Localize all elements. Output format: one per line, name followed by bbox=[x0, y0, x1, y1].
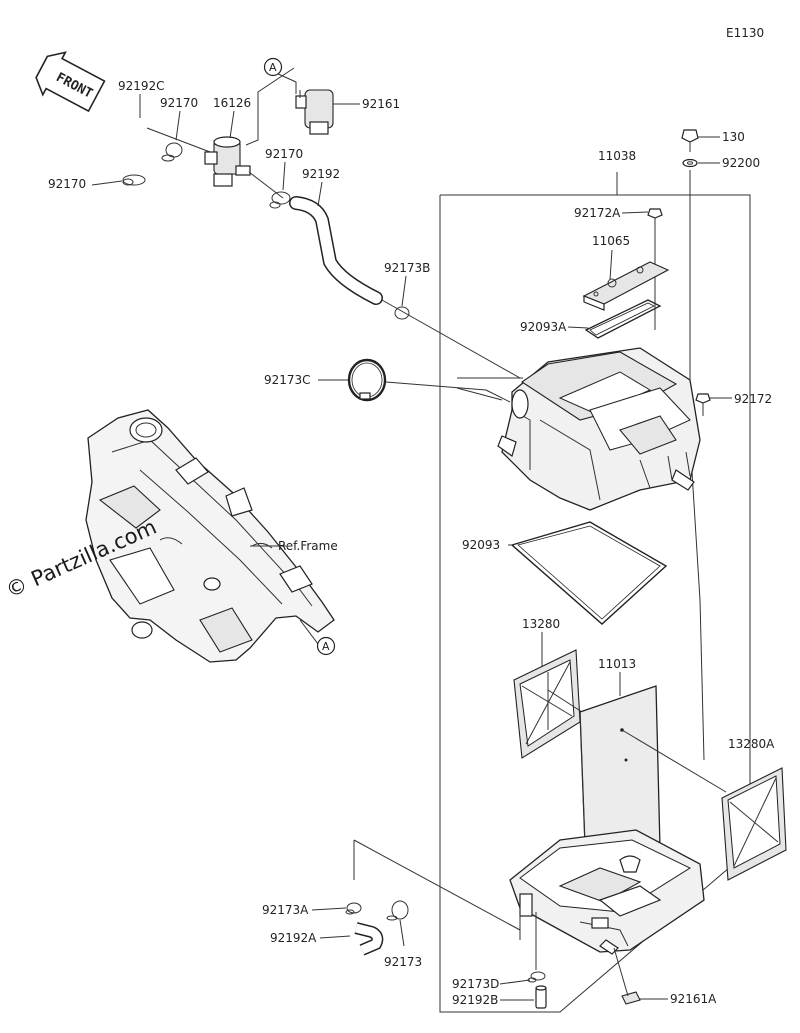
hose-92192b bbox=[535, 985, 547, 1009]
label-130: 130 bbox=[722, 130, 745, 144]
filter-frame-13280a bbox=[721, 767, 787, 881]
hose-92192c bbox=[114, 116, 144, 178]
hose-92192 bbox=[289, 196, 383, 305]
label-92161: 92161 bbox=[362, 97, 400, 111]
label-92192a: 92192A bbox=[270, 931, 317, 945]
diagram-code: E1130 bbox=[726, 26, 764, 40]
label-11065: 11065 bbox=[592, 234, 630, 248]
clamp-92170-right bbox=[269, 191, 291, 209]
ref-marker-a-top: A bbox=[263, 57, 283, 77]
air-box-lower bbox=[509, 829, 705, 955]
label-92173d: 92173D bbox=[452, 977, 499, 991]
gasket-92093 bbox=[510, 521, 668, 625]
label-92173c: 92173C bbox=[264, 373, 311, 387]
label-16126: 16126 bbox=[213, 96, 251, 110]
ref-frame-label: Ref.Frame bbox=[278, 539, 338, 553]
label-92192b: 92192B bbox=[452, 993, 498, 1007]
label-11013: 11013 bbox=[598, 657, 636, 671]
label-92192c: 92192C bbox=[118, 79, 165, 93]
label-92170-c: 92170 bbox=[48, 177, 86, 191]
svg-text:A: A bbox=[269, 61, 277, 74]
gasket-92093a bbox=[584, 299, 662, 339]
clamp-92173c bbox=[347, 358, 387, 402]
washer-92200 bbox=[682, 158, 698, 168]
clamp-92173d bbox=[527, 971, 546, 983]
label-13280: 13280 bbox=[522, 617, 560, 631]
svg-text:A: A bbox=[322, 640, 330, 653]
clamp-92173b bbox=[394, 306, 410, 320]
ref-marker-a-frame: A bbox=[316, 636, 336, 656]
label-92173b: 92173B bbox=[384, 261, 430, 275]
bolt-130 bbox=[681, 129, 699, 152]
cover-11065 bbox=[582, 261, 670, 311]
clamp-92173 bbox=[386, 900, 409, 921]
bolt-92172a bbox=[647, 208, 663, 219]
label-92192: 92192 bbox=[302, 167, 340, 181]
label-92170-b: 92170 bbox=[265, 147, 303, 161]
clamp-92173a bbox=[345, 902, 362, 915]
front-arrow-icon: FRONT bbox=[35, 51, 106, 113]
label-92173: 92173 bbox=[384, 955, 422, 969]
hose-92192a bbox=[354, 922, 384, 956]
air-box-upper bbox=[497, 347, 701, 511]
ref-frame-illustration bbox=[85, 409, 335, 663]
label-92161a: 92161A bbox=[670, 992, 717, 1006]
clamp-92170-lower bbox=[122, 174, 146, 186]
label-13280a: 13280A bbox=[728, 737, 775, 751]
label-92093a: 92093A bbox=[520, 320, 567, 334]
bolt-92172 bbox=[695, 393, 711, 416]
label-92173a: 92173A bbox=[262, 903, 309, 917]
label-92200: 92200 bbox=[722, 156, 760, 170]
label-92172a: 92172A bbox=[574, 206, 621, 220]
label-92172: 92172 bbox=[734, 392, 772, 406]
clamp-92170-upper bbox=[161, 142, 183, 162]
label-92093: 92093 bbox=[462, 538, 500, 552]
label-11038: 11038 bbox=[598, 149, 636, 163]
valve-16126 bbox=[204, 136, 251, 187]
solenoid-92161 bbox=[295, 89, 334, 135]
label-92170-a: 92170 bbox=[160, 96, 198, 110]
pad-92161a bbox=[621, 991, 641, 1005]
